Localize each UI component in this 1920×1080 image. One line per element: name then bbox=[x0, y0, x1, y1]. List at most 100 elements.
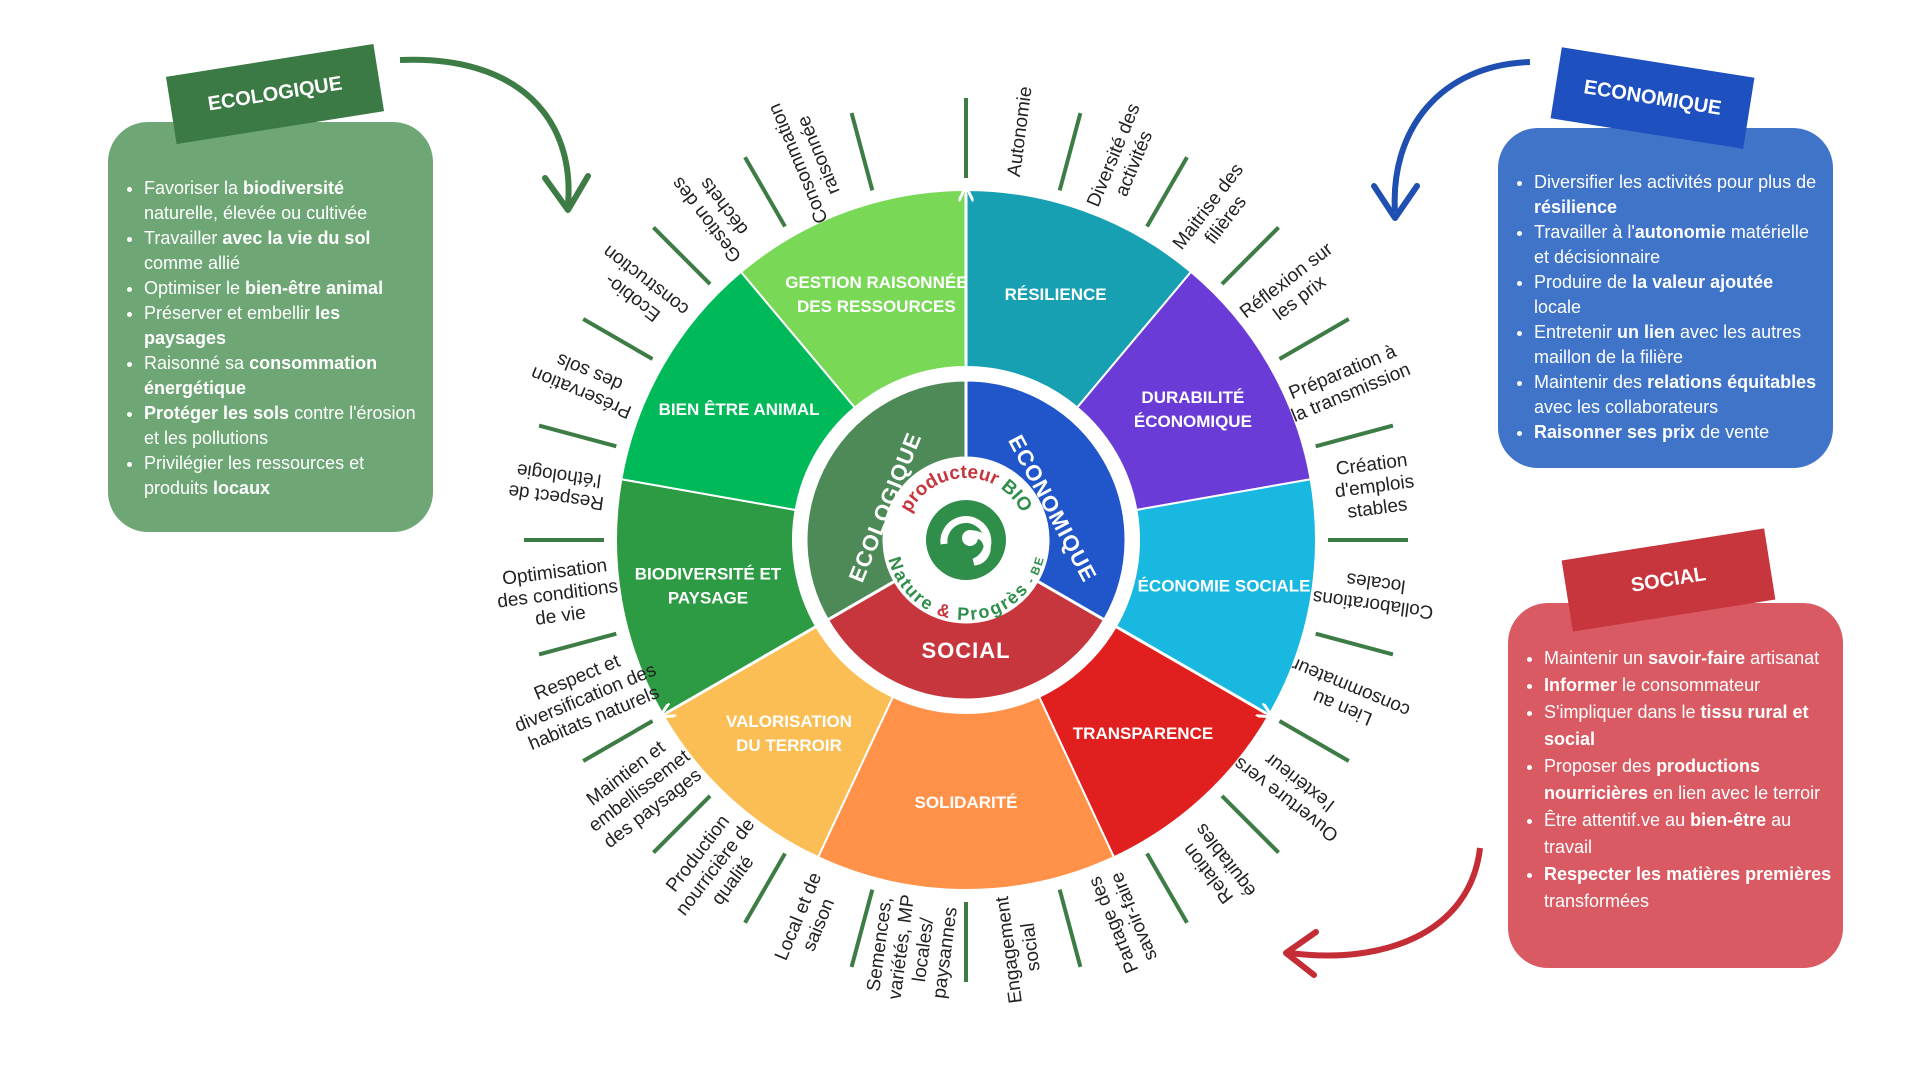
ecologique-item-text: locaux bbox=[213, 478, 271, 498]
outer-label-line: Autonomie bbox=[1004, 85, 1037, 178]
economique-item-text: autonomie bbox=[1634, 222, 1726, 242]
ecologique-item: Raisonné sa consommation énergétique bbox=[144, 351, 421, 401]
divider-tick bbox=[1220, 226, 1280, 286]
ecologique-tag-text: ECOLOGIQUE bbox=[206, 72, 344, 115]
segment-label-bien-etre: BIEN ÊTRE ANIMAL bbox=[659, 400, 820, 419]
social-item: Maintenir un savoir-faire artisanat bbox=[1544, 645, 1835, 672]
economique-list: Diversifier les activités pour plus de r… bbox=[1498, 128, 1833, 445]
ecologique-item: Optimiser le bien-être animal bbox=[144, 276, 421, 301]
social-item-text: le consommateur bbox=[1617, 675, 1761, 695]
ecologique-item: Privilégier les ressources et produits l… bbox=[144, 451, 421, 501]
segment-label-terroir: VALORISATION bbox=[726, 712, 852, 731]
economique-item-text: Entretenir bbox=[1534, 322, 1618, 342]
ecologique-item-text: Privilégier les ressources et produits bbox=[144, 453, 365, 498]
social-item-text: Proposer des bbox=[1544, 756, 1657, 776]
economique-item-text: Raisonner ses prix bbox=[1534, 422, 1696, 442]
economique-item: Raisonner ses prix de vente bbox=[1534, 420, 1821, 445]
ecologique-item-text: Protéger les sols bbox=[144, 403, 290, 423]
core-label-social: SOCIAL bbox=[921, 638, 1010, 663]
segment-label-biodiversite: BIODIVERSITÉ ET bbox=[635, 564, 782, 583]
segment-label-terroir: DU TERROIR bbox=[736, 736, 842, 755]
segment-label-transparence: TRANSPARENCE bbox=[1073, 724, 1213, 743]
economique-panel: Diversifier les activités pour plus de r… bbox=[1498, 128, 1833, 468]
social-item-text: Être attentif.ve au bbox=[1544, 810, 1691, 830]
outer-label-ecobio: Ecobio-construction bbox=[599, 241, 693, 326]
ecologique-item: Favoriser la biodiversité naturelle, éle… bbox=[144, 176, 421, 226]
social-item-text: Informer bbox=[1544, 675, 1618, 695]
economique-item: Entretenir un lien avec les autres maill… bbox=[1534, 320, 1821, 370]
social-item-text: au travail bbox=[1544, 810, 1792, 857]
social-item-text: transformées bbox=[1544, 891, 1650, 911]
economique-item-text: résilience bbox=[1534, 197, 1618, 217]
social-item-text: productions nourricières bbox=[1544, 756, 1761, 803]
social-item-text: savoir-faire bbox=[1648, 648, 1746, 668]
ecologique-item: Travailler avec la vie du sol comme alli… bbox=[144, 226, 421, 276]
divider-tick bbox=[652, 794, 712, 854]
divider-tick bbox=[743, 852, 787, 924]
ecologique-item-text: comme allié bbox=[144, 253, 241, 273]
social-item: Être attentif.ve au bien-être au travail bbox=[1544, 807, 1835, 861]
ecologique-item-text: Travailler bbox=[144, 228, 223, 248]
divider-ticks bbox=[524, 98, 1408, 982]
ecologique-item-text: consommation énergétique bbox=[144, 353, 378, 398]
economique-item: Produire de la valeur ajoutée locale bbox=[1534, 270, 1821, 320]
segment-label-biodiversite: PAYSAGE bbox=[668, 588, 748, 607]
divider-tick bbox=[1057, 112, 1083, 191]
social-item-text: Maintenir un bbox=[1544, 648, 1649, 668]
pillar-separator bbox=[666, 625, 817, 714]
social-item-text: bien-être bbox=[1690, 810, 1767, 830]
economique-item-text: de vente bbox=[1695, 422, 1770, 442]
segment-label-solidarite: SOLIDARITÉ bbox=[915, 793, 1018, 812]
social-item-text: tissu rural et social bbox=[1544, 702, 1809, 749]
ecologique-item: Protéger les sols contre l'érosion et le… bbox=[144, 401, 421, 451]
divider-tick bbox=[1278, 317, 1350, 361]
social-panel: Maintenir un savoir-faire artisanatInfor… bbox=[1508, 603, 1843, 968]
social-item: Respecter les matières premières transfo… bbox=[1544, 861, 1835, 915]
divider-tick bbox=[1315, 631, 1394, 657]
divider-tick bbox=[652, 226, 712, 286]
economique-item-text: matérielle et décisionnaire bbox=[1534, 222, 1809, 267]
social-item-text: en lien avec le terroir bbox=[1648, 783, 1821, 803]
ecologique-item-text: contre l'érosion et les pollutions bbox=[144, 403, 416, 448]
economique-item-text: Maintenir des bbox=[1534, 372, 1648, 392]
ecologique-item: Préserver et embellir les paysages bbox=[144, 301, 421, 351]
logo-swirl-stroke bbox=[940, 516, 992, 566]
economique-item-text: locale bbox=[1534, 297, 1582, 317]
segment-label-gestion: GESTION RAISONNÉE bbox=[785, 273, 967, 292]
pillar-separator bbox=[1115, 625, 1266, 714]
segment-label-durabilite: ÉCONOMIQUE bbox=[1134, 412, 1252, 431]
ecologique-item-text: bien-être animal bbox=[245, 278, 384, 298]
divider-tick bbox=[582, 317, 654, 361]
economique-item-text: avec les collaborateurs bbox=[1534, 397, 1719, 417]
ecologique-item-text: naturelle, élevée ou cultivée bbox=[144, 203, 368, 223]
divider-tick bbox=[1057, 889, 1083, 968]
economique-item-text: avec les autres maillon de la filière bbox=[1534, 322, 1802, 367]
divider-tick bbox=[849, 889, 875, 968]
white-separators bbox=[666, 194, 1265, 713]
divider-tick bbox=[849, 112, 875, 191]
divider-tick bbox=[1145, 852, 1189, 924]
economique-item-text: Diversifier les activités pour plus de bbox=[1534, 172, 1817, 192]
social-item: Informer le consommateur bbox=[1544, 672, 1835, 699]
outer-label-ethologie: Respect del'éthologie bbox=[507, 459, 605, 513]
social-item: S'impliquer dans le tissu rural et socia… bbox=[1544, 699, 1835, 753]
economique-item-text: un lien bbox=[1617, 322, 1676, 342]
segment-label-gestion: DES RESSOURCES bbox=[797, 297, 956, 316]
ecologique-item-text: biodiversité bbox=[243, 178, 345, 198]
economique-item-text: relations équitables bbox=[1647, 372, 1817, 392]
social-item-text: artisanat bbox=[1745, 648, 1820, 668]
economique-item-text: Travailler à l' bbox=[1534, 222, 1635, 242]
divider-tick bbox=[582, 719, 654, 763]
